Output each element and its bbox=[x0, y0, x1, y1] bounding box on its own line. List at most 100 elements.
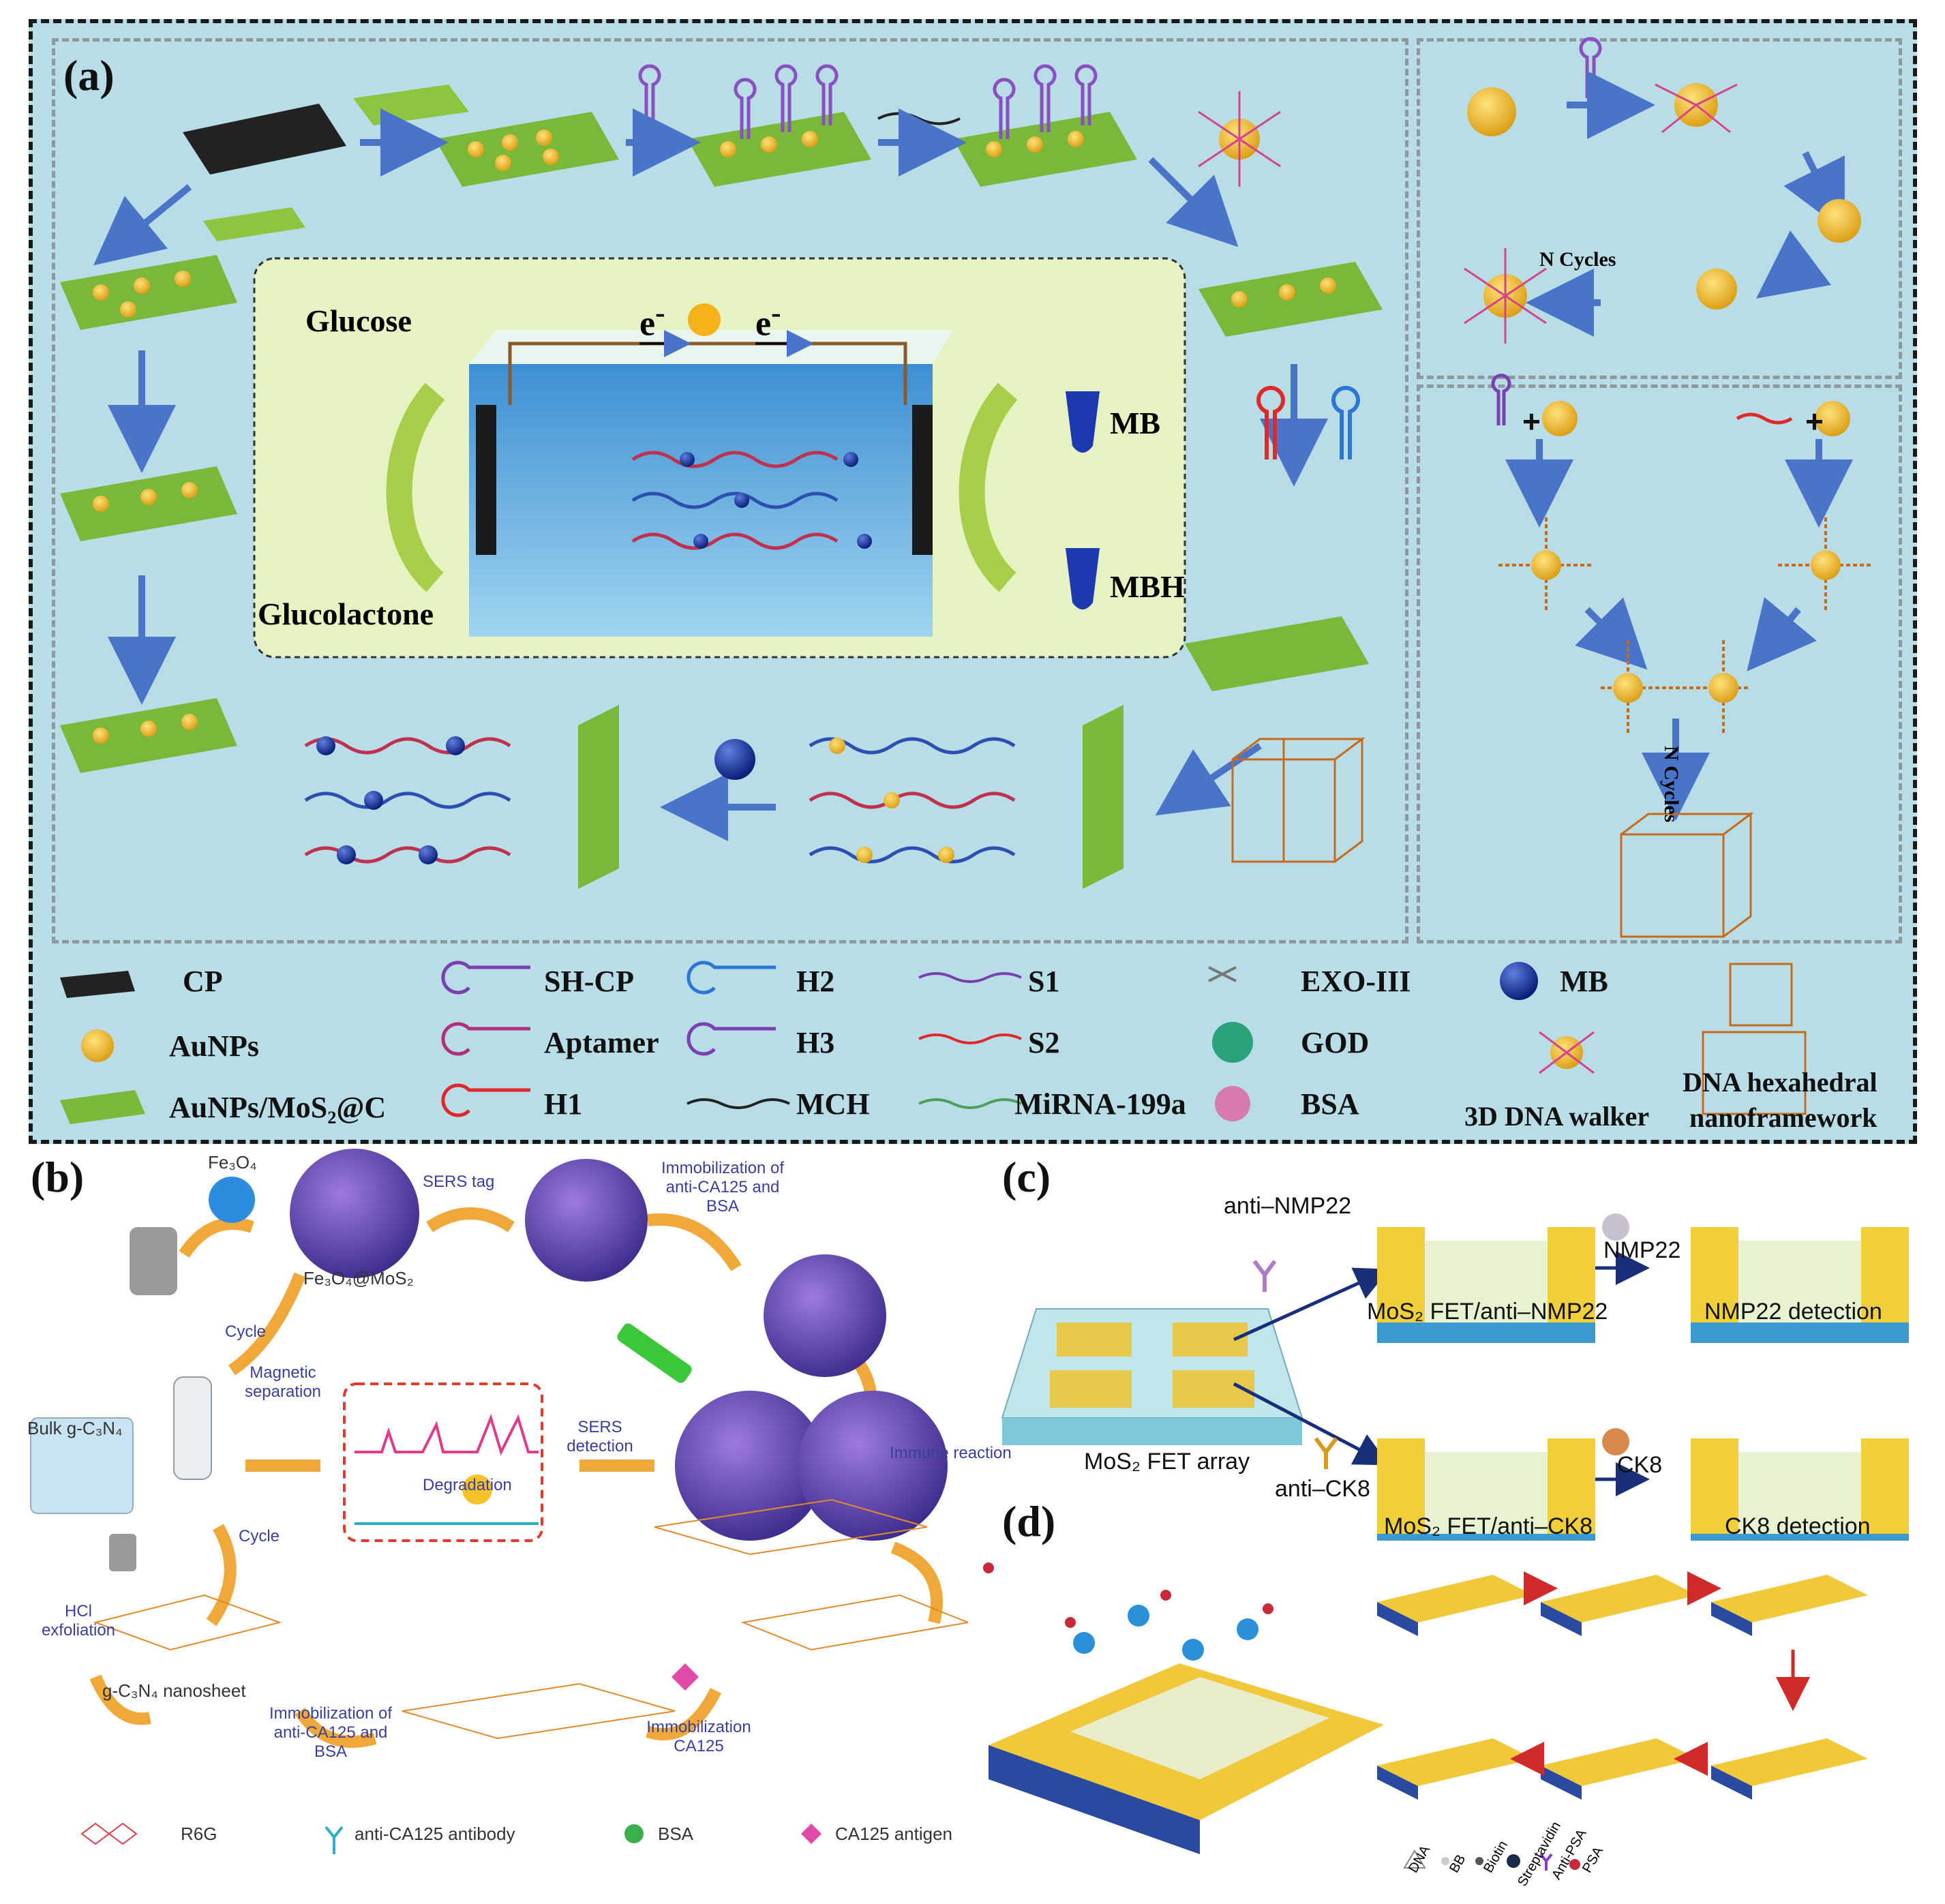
connector-arrows bbox=[1233, 1251, 1650, 1496]
glucose-arrow bbox=[386, 382, 445, 592]
plus-1: + bbox=[1522, 404, 1541, 439]
legend-ca125: CA125 antigen bbox=[835, 1824, 953, 1844]
electron-left: e- bbox=[639, 297, 665, 344]
legend-h2-icon bbox=[687, 961, 776, 995]
sers-spectrum bbox=[355, 1413, 539, 1456]
sers-tagged-sphere bbox=[525, 1159, 648, 1282]
electrode-right bbox=[912, 405, 933, 555]
probe-balls bbox=[983, 1562, 1273, 1661]
legend-exo: EXO-III bbox=[1301, 965, 1411, 998]
legend-h3: H3 bbox=[796, 1026, 835, 1059]
legend-mch-icon bbox=[687, 1098, 790, 1109]
dna-icon bbox=[1403, 1849, 1426, 1869]
legend-aunp-icon bbox=[81, 1029, 114, 1062]
bottom-mb-balls bbox=[316, 736, 755, 864]
mbh-label: MBH bbox=[1110, 569, 1185, 604]
fet-array-pads bbox=[1050, 1323, 1254, 1408]
nanosheets bbox=[93, 1498, 968, 1740]
panel-c-graphics bbox=[1001, 1213, 1909, 1541]
nanosheet-label: g-C₃N₄ nanosheet bbox=[102, 1680, 246, 1701]
antibody-sphere bbox=[764, 1254, 886, 1377]
walker-cycles-label: N Cycles bbox=[1539, 248, 1616, 271]
bottom-right-electrode bbox=[1083, 705, 1124, 889]
biotin-icon bbox=[1475, 1857, 1483, 1865]
fe3o4-mos2-label: Fe₃O₄@MoS₂ bbox=[303, 1268, 414, 1288]
cp-sheet bbox=[183, 104, 346, 175]
framework-hairpin bbox=[1491, 374, 1511, 425]
legend-frame-icon bbox=[1729, 963, 1793, 1027]
panel-a: (a) bbox=[29, 19, 1917, 1144]
small-weight-icon bbox=[109, 1534, 136, 1571]
cell-wall bbox=[469, 330, 953, 364]
legend-walker: 3D DNA walker bbox=[1464, 1101, 1650, 1132]
fe3o4-mos2-sphere bbox=[290, 1149, 419, 1278]
legend-h2: H2 bbox=[796, 965, 835, 998]
legend-bsa: BSA bbox=[1301, 1087, 1359, 1121]
electrode-left bbox=[476, 405, 496, 555]
bb-icon bbox=[1441, 1857, 1449, 1865]
cell-helices bbox=[631, 451, 839, 550]
nmp22-detection-label: NMP22 detection bbox=[1704, 1299, 1882, 1325]
ck8-icon bbox=[1602, 1428, 1629, 1455]
panel-b-label: (b) bbox=[31, 1153, 85, 1201]
hexahedral-frame bbox=[1231, 737, 1807, 1115]
sers-detection-box bbox=[343, 1382, 543, 1542]
degradation-label: Degradation bbox=[423, 1476, 512, 1494]
panel-d-label: (d) bbox=[1002, 1497, 1056, 1545]
legend-s2: S2 bbox=[1028, 1026, 1060, 1059]
legend-cp-icon bbox=[60, 971, 135, 998]
legend-shcp-icon bbox=[441, 961, 530, 995]
framework-crosses bbox=[1498, 517, 1873, 736]
magnetic-separation-label: Magnetic separation bbox=[244, 1363, 322, 1401]
mb-label: MB bbox=[1110, 406, 1161, 440]
h2-hairpin bbox=[1331, 386, 1360, 459]
tube-icon bbox=[173, 1376, 212, 1480]
fet-ck8-label: MoS₂ FET/anti–CK8 bbox=[1384, 1513, 1593, 1539]
legend-h1-icon bbox=[441, 1083, 530, 1117]
cell-water bbox=[469, 364, 933, 637]
legend-aunps-mos2: AuNPs/MoS₂@C bbox=[169, 1091, 387, 1124]
large-device-glass bbox=[1070, 1677, 1329, 1779]
legend-mch: MCH bbox=[796, 1087, 870, 1121]
psa-icon bbox=[1569, 1859, 1580, 1870]
weight-icon bbox=[130, 1227, 177, 1295]
frame-cycles-label: N Cycles bbox=[1660, 746, 1683, 823]
panel-d-graphics bbox=[983, 1562, 1868, 1871]
immune-sphere-2 bbox=[798, 1391, 948, 1541]
legend-mirna-icon bbox=[918, 1098, 1022, 1109]
legend-cp: CP bbox=[183, 965, 223, 998]
step-arrows bbox=[1510, 1571, 1810, 1776]
streptavidin-icon bbox=[1507, 1854, 1520, 1868]
bottom-au-dots bbox=[829, 738, 954, 863]
immob-top-label: Immobilization of anti-CA125 and BSA bbox=[661, 1159, 785, 1215]
bottom-left-electrode bbox=[578, 705, 619, 889]
bottom-helices bbox=[304, 737, 1016, 864]
h1-hairpin bbox=[1256, 386, 1285, 459]
framework-strand bbox=[1736, 412, 1793, 425]
legend-exo-icon bbox=[1208, 966, 1237, 982]
immune-sphere-1 bbox=[675, 1391, 825, 1541]
ca125-diamond bbox=[672, 1663, 699, 1691]
mbh-tube bbox=[1066, 548, 1100, 609]
small-device-bases bbox=[1377, 1602, 1752, 1800]
hairpins bbox=[638, 37, 1602, 139]
ck8-label: CK8 bbox=[1617, 1452, 1663, 1478]
plus-2: + bbox=[1805, 404, 1824, 439]
legend-h1: H1 bbox=[544, 1087, 583, 1121]
panel-a-graphics: + + bbox=[60, 37, 1873, 1124]
sun-icon bbox=[462, 1475, 492, 1505]
fe3o4-label: Fe₃O₄ bbox=[208, 1152, 257, 1173]
bulk-label: Bulk g-C₃N₄ bbox=[27, 1418, 123, 1438]
walker-strands bbox=[1198, 83, 1738, 344]
legend-god-icon bbox=[1212, 1022, 1253, 1063]
glucose-label: Glucose bbox=[305, 303, 412, 338]
cell-wire bbox=[508, 342, 907, 405]
main-scheme-frame bbox=[52, 38, 1408, 943]
framework-au bbox=[1531, 401, 1850, 703]
small-devices bbox=[1377, 1575, 1868, 1786]
cycle-label-2: Cycle bbox=[239, 1527, 280, 1545]
legend-aunps: AuNPs bbox=[169, 1029, 260, 1063]
antibody-icon bbox=[325, 1826, 344, 1854]
glucolactone-label: Glucolactone bbox=[258, 596, 434, 631]
electron-right: e- bbox=[755, 297, 781, 344]
